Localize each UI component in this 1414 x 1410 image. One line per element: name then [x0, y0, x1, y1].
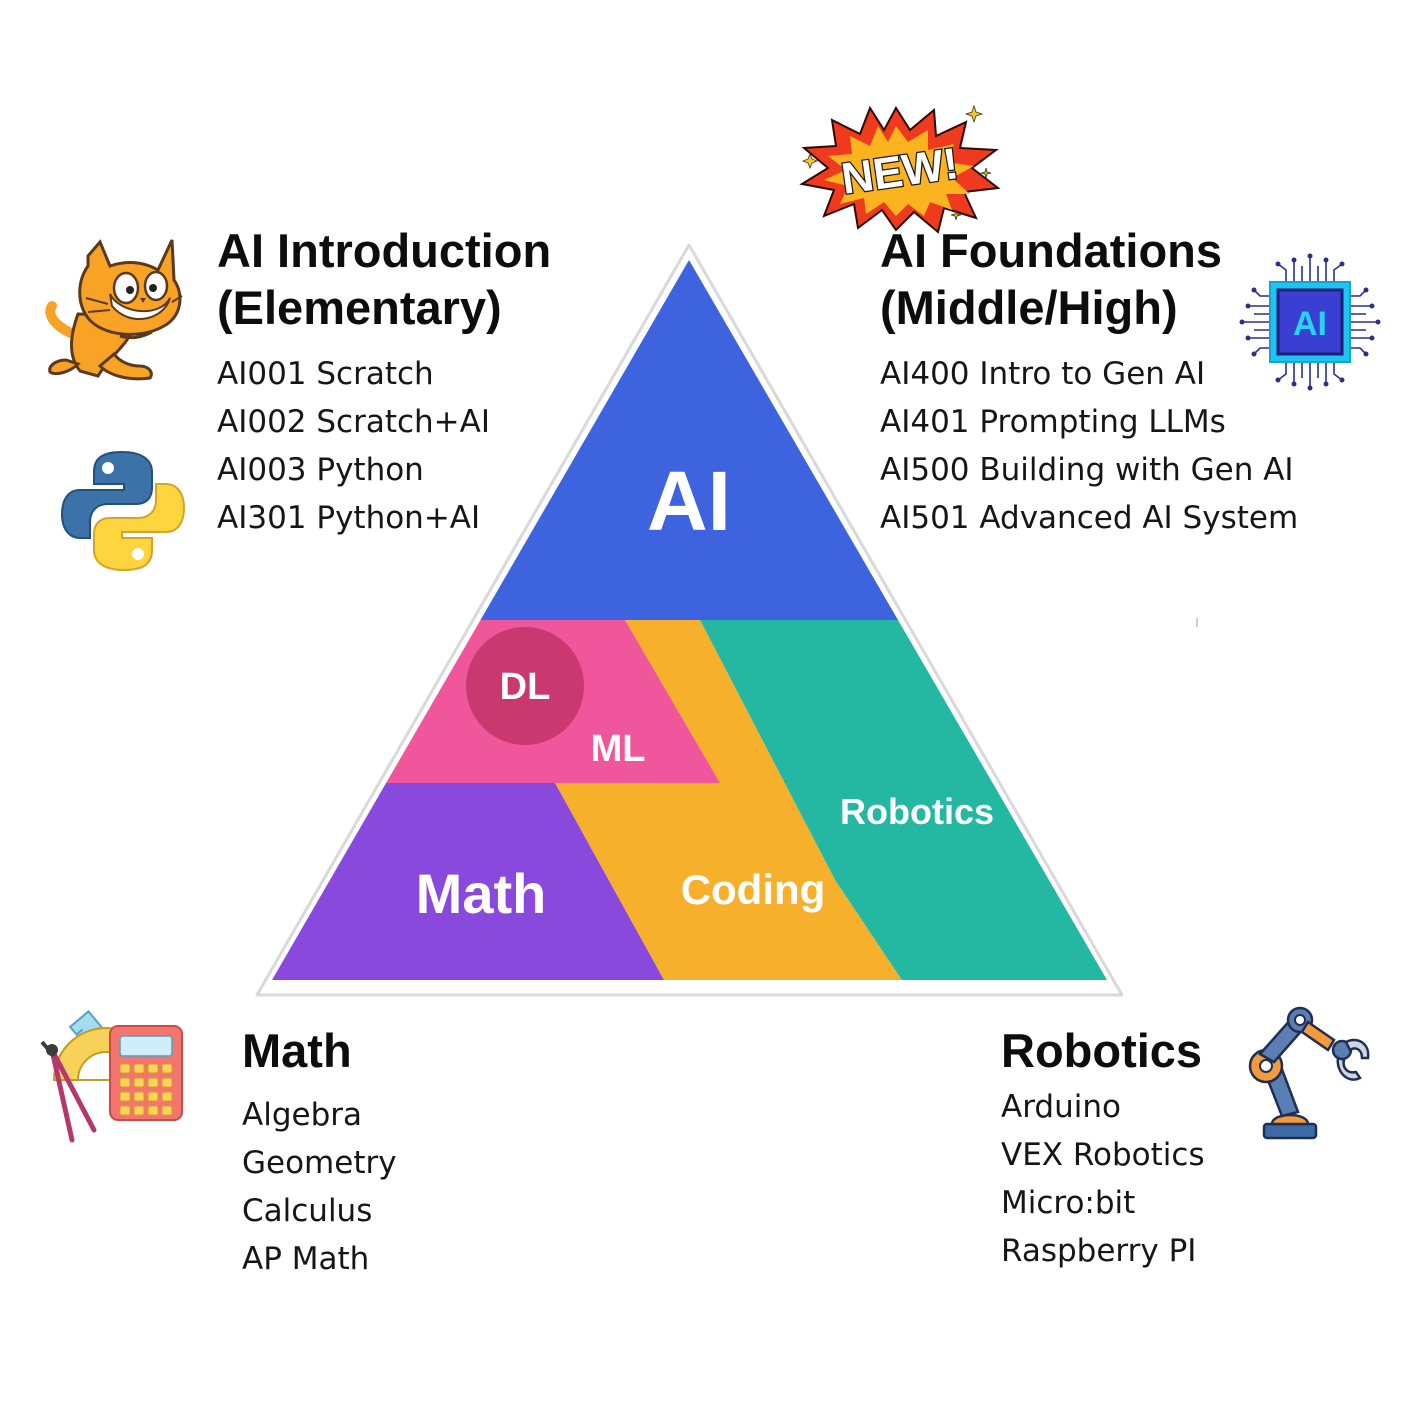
- ai-foundations-heading-line2: (Middle/High): [880, 281, 1178, 334]
- pyramid-label-dl: DL: [500, 666, 551, 708]
- pyramid-label-ml: ML: [591, 728, 646, 770]
- course-item: AI400 Intro to Gen AI: [880, 356, 1206, 392]
- course-item: Calculus: [242, 1193, 373, 1229]
- ai-introduction-heading-line1: AI Introduction: [217, 224, 552, 277]
- ai-foundations-block: AI Foundations (Middle/High) AI400 Intro…: [880, 222, 1298, 542]
- course-item: Raspberry PI: [1001, 1233, 1197, 1269]
- ai-foundations-heading-line1: AI Foundations: [880, 224, 1223, 277]
- calculator-tools-icon: [40, 1010, 183, 1143]
- ai-introduction-block: AI Introduction (Elementary) AI001 Scrat…: [217, 222, 551, 542]
- robot-arm-icon: [1248, 1006, 1370, 1140]
- pyramid-label-math: Math: [416, 862, 547, 925]
- python-logo-icon: [60, 450, 186, 572]
- ai-introduction-heading-line2: (Elementary): [217, 281, 502, 334]
- ai-foundations-heading: AI Foundations (Middle/High): [880, 222, 1298, 336]
- course-item: AP Math: [242, 1241, 370, 1277]
- pyramid-coding-segment: [555, 620, 915, 980]
- course-item: AI501 Advanced AI System: [880, 500, 1299, 536]
- course-item: AI001 Scratch: [217, 356, 434, 392]
- robotics-course-list: Arduino VEX Robotics Micro:bit Raspberry…: [1001, 1083, 1205, 1275]
- scratch-cat-icon: [45, 239, 183, 381]
- ai-chip-icon: AI: [1239, 253, 1381, 391]
- math-heading: Math: [242, 1024, 352, 1077]
- new-badge-icon: NEW!: [799, 104, 1001, 234]
- math-course-list: Algebra Geometry Calculus AP Math: [242, 1091, 397, 1283]
- ai-introduction-heading: AI Introduction (Elementary): [217, 222, 551, 336]
- course-item: Micro:bit: [1001, 1185, 1136, 1221]
- course-item: AI003 Python: [217, 452, 424, 488]
- pyramid-label-ai: AI: [647, 454, 731, 548]
- ai-foundations-course-list: AI400 Intro to Gen AI AI401 Prompting LL…: [880, 350, 1298, 542]
- stray-mark: [1196, 618, 1198, 627]
- ai-chip-text: AI: [1293, 305, 1327, 343]
- course-item: Algebra: [242, 1097, 362, 1133]
- course-item: AI500 Building with Gen AI: [880, 452, 1294, 488]
- math-block: Math Algebra Geometry Calculus AP Math: [242, 1022, 397, 1283]
- robotics-heading: Robotics: [1001, 1024, 1203, 1077]
- course-item: Geometry: [242, 1145, 397, 1181]
- course-item: AI301 Python+AI: [217, 500, 481, 536]
- ai-introduction-course-list: AI001 Scratch AI002 Scratch+AI AI003 Pyt…: [217, 350, 551, 542]
- pyramid-dl-circle: [466, 627, 584, 745]
- course-item: Arduino: [1001, 1089, 1121, 1125]
- course-item: AI002 Scratch+AI: [217, 404, 491, 440]
- pyramid-label-coding: Coding: [681, 866, 826, 913]
- course-item: AI401 Prompting LLMs: [880, 404, 1226, 440]
- course-item: VEX Robotics: [1001, 1137, 1205, 1173]
- pyramid-label-robotics: Robotics: [840, 791, 994, 832]
- robotics-block: Robotics Arduino VEX Robotics Micro:bit …: [1001, 1022, 1205, 1275]
